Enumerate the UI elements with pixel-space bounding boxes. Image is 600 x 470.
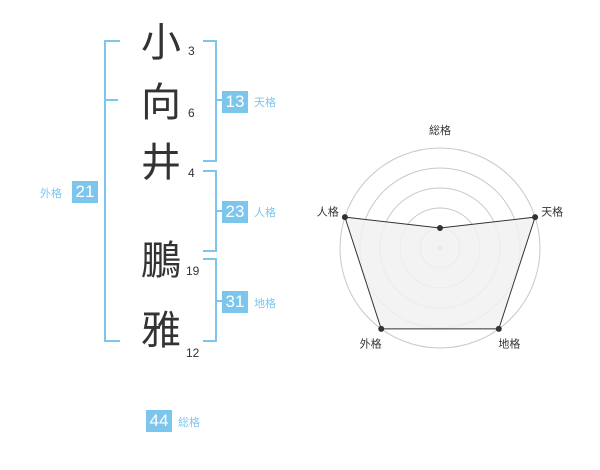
radar-data-point	[437, 225, 443, 231]
tenkaku-tick	[215, 99, 222, 101]
tenkaku-label: 天格	[254, 96, 276, 109]
soukaku-value: 44	[146, 410, 172, 432]
name-char-3: 井	[141, 140, 181, 186]
radar-data-point	[495, 325, 502, 332]
radar-grid-ring	[339, 147, 541, 349]
tenkaku-value: 13	[222, 91, 248, 113]
tenkaku-bracket	[203, 40, 217, 162]
name-char-5: 雅	[141, 308, 181, 354]
radar-data-point	[341, 214, 348, 221]
radar-axis-label: 総格	[429, 123, 451, 137]
radar-axis-label: 天格	[541, 205, 563, 219]
radar-data-point	[532, 214, 539, 221]
radar-axis-label: 地格	[498, 337, 520, 351]
name-char-4: 鵬	[141, 238, 181, 284]
radar-axis-label: 外格	[360, 337, 382, 351]
radar-data-point	[378, 325, 385, 332]
stroke-count-1: 3	[188, 44, 195, 58]
stroke-count-3: 4	[188, 166, 195, 180]
jinkaku-label: 人格	[254, 206, 276, 219]
bracket-divider	[104, 99, 118, 101]
name-char-2: 向	[141, 80, 181, 126]
chikaku-value: 31	[222, 291, 248, 313]
radar-data-area	[344, 216, 536, 330]
stroke-count-4: 19	[186, 264, 200, 278]
stroke-count-2: 6	[188, 106, 195, 120]
jinkaku-tick	[215, 210, 222, 212]
jinkaku-value: 23	[222, 201, 248, 223]
gaikaku-value: 21	[72, 181, 98, 203]
radar-axis-label: 人格	[317, 205, 339, 219]
chikaku-tick	[215, 300, 222, 302]
chikaku-label: 地格	[254, 297, 276, 310]
stroke-count-5: 12	[186, 346, 200, 360]
name-char-1: 小	[141, 20, 181, 66]
gaikaku-label: 外格	[40, 187, 62, 200]
soukaku-label: 総格	[178, 416, 200, 429]
gaikaku-bracket	[104, 40, 120, 342]
